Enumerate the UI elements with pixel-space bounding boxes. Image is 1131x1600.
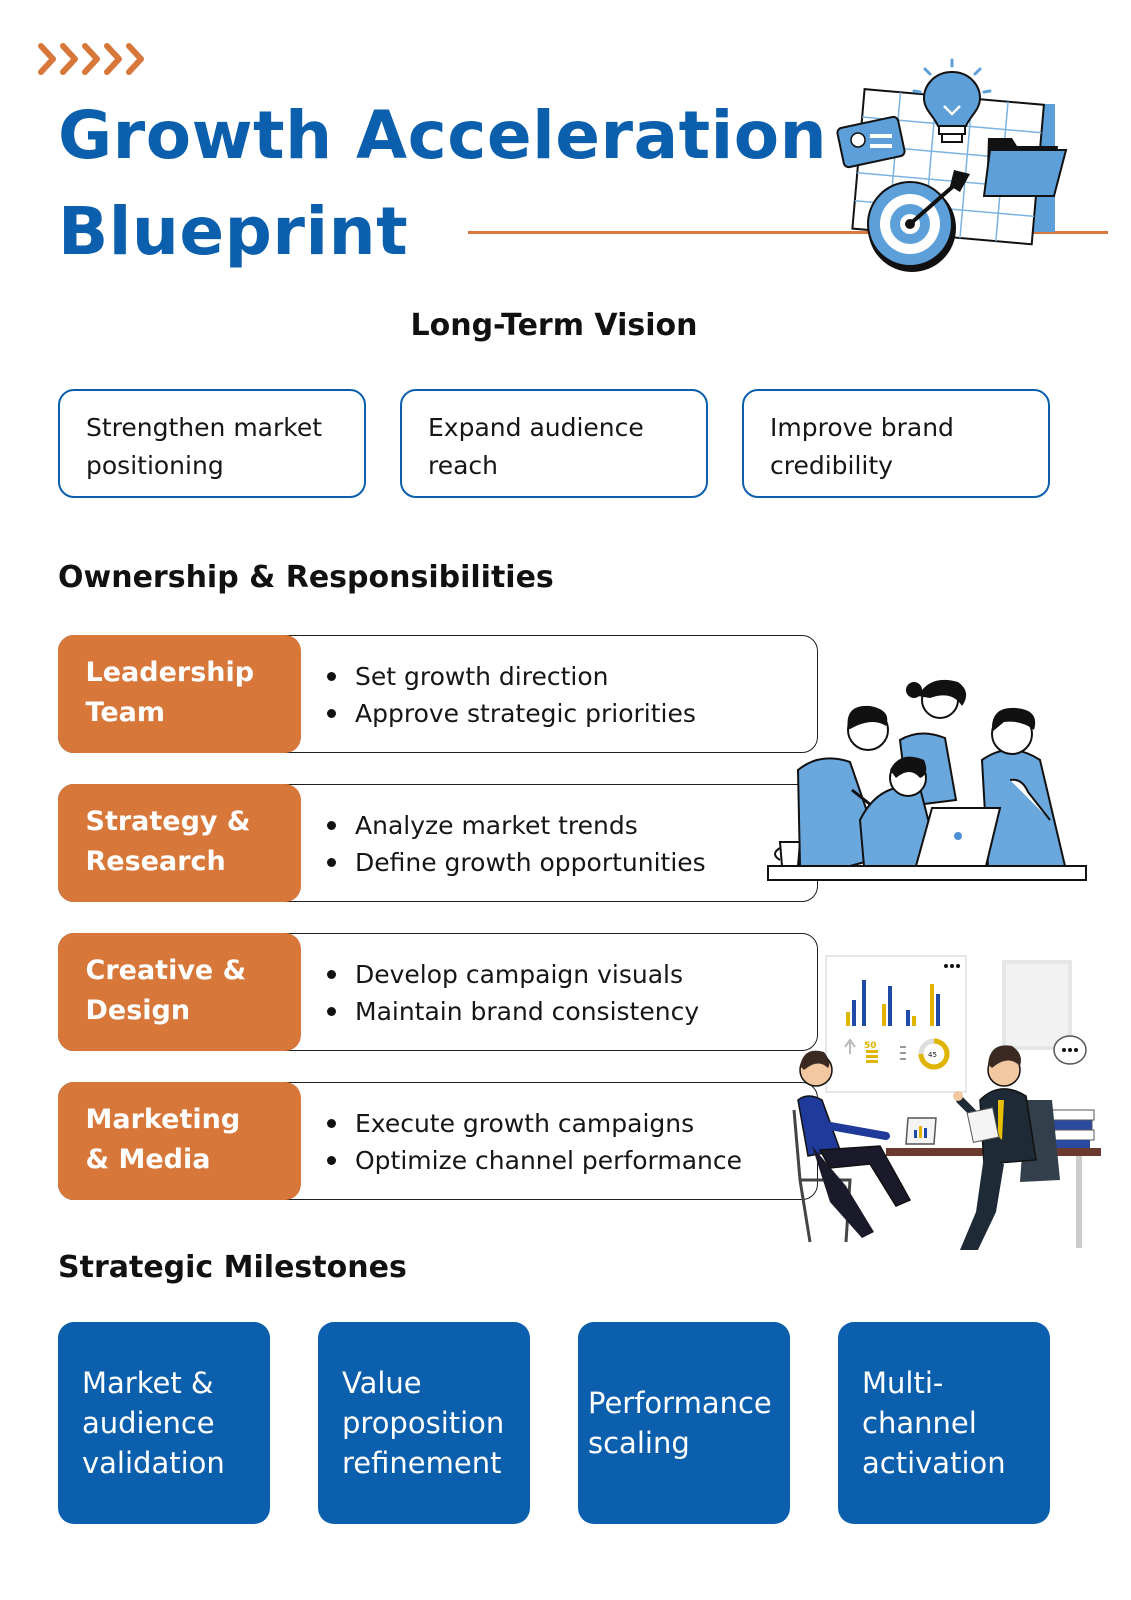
milestone-text: Multi-channel activation: [862, 1366, 1006, 1480]
chevron-right-icon: [126, 43, 144, 75]
role-task-list: Execute growth campaigns Optimize channe…: [327, 1105, 742, 1179]
vision-card-text: Expand audience reach: [428, 413, 644, 480]
chevron-right-icon: [104, 43, 122, 75]
milestone-text: Performance scaling: [588, 1386, 772, 1460]
milestone-card: Value proposition refinement: [318, 1322, 530, 1524]
role-task: Define growth opportunities: [327, 844, 706, 881]
chevron-decoration: [38, 42, 148, 76]
chevron-right-icon: [82, 43, 100, 75]
role-task-list: Analyze market trends Define growth oppo…: [327, 807, 706, 881]
role-row-marketing: Marketing & Media Execute growth campaig…: [57, 1081, 818, 1200]
page-title: Growth Acceleration Blueprint: [58, 88, 827, 280]
role-row-leadership: Leadership Team Set growth direction App…: [57, 634, 818, 753]
role-row-strategy: Strategy & Research Analyze market trend…: [57, 783, 818, 902]
vision-card: Strengthen market positioning: [58, 389, 366, 498]
vision-card: Expand audience reach: [400, 389, 708, 498]
milestone-text: Value proposition refinement: [342, 1366, 505, 1480]
role-row-creative: Creative & Design Develop campaign visua…: [57, 932, 818, 1051]
chevron-right-icon: [38, 43, 56, 75]
role-label: Marketing & Media: [57, 1081, 301, 1200]
vision-card: Improve brand credibility: [742, 389, 1050, 498]
role-task: Maintain brand consistency: [327, 993, 699, 1030]
role-task-list: Set growth direction Approve strategic p…: [327, 658, 696, 732]
ownership-heading: Ownership & Responsibilities: [58, 560, 554, 595]
team-laptop-illustration: [767, 679, 1087, 881]
title-line-2: Blueprint: [58, 193, 409, 270]
milestone-text: Market & audience validation: [82, 1366, 225, 1480]
meeting-chart-value: 45: [928, 1051, 937, 1059]
meeting-chart-value: 50: [864, 1041, 877, 1051]
role-label: Strategy & Research: [57, 783, 301, 902]
role-task-list: Develop campaign visuals Maintain brand …: [327, 956, 699, 1030]
milestone-card: Market & audience validation: [58, 1322, 270, 1524]
milestones-heading: Strategic Milestones: [58, 1250, 407, 1285]
role-task: Approve strategic priorities: [327, 695, 696, 732]
role-label: Creative & Design: [57, 932, 301, 1051]
title-divider: [468, 231, 1108, 234]
title-line-1: Growth Acceleration: [58, 97, 828, 174]
role-task: Set growth direction: [327, 658, 696, 695]
role-task: Execute growth campaigns: [327, 1105, 742, 1142]
chevron-right-icon: [60, 43, 78, 75]
target-lightbulb-illustration: [836, 58, 1068, 272]
milestone-card: Multi-channel activation: [838, 1322, 1050, 1524]
role-task: Optimize channel performance: [327, 1142, 742, 1179]
vision-heading: Long-Term Vision: [410, 308, 698, 343]
vision-card-text: Improve brand credibility: [770, 413, 954, 480]
role-task: Develop campaign visuals: [327, 956, 699, 993]
role-label: Leadership Team: [57, 634, 301, 753]
role-task: Analyze market trends: [327, 807, 706, 844]
milestone-card: Performance scaling: [578, 1322, 790, 1524]
vision-card-text: Strengthen market positioning: [86, 413, 323, 480]
office-meeting-illustration: 50 45: [792, 955, 1101, 1250]
